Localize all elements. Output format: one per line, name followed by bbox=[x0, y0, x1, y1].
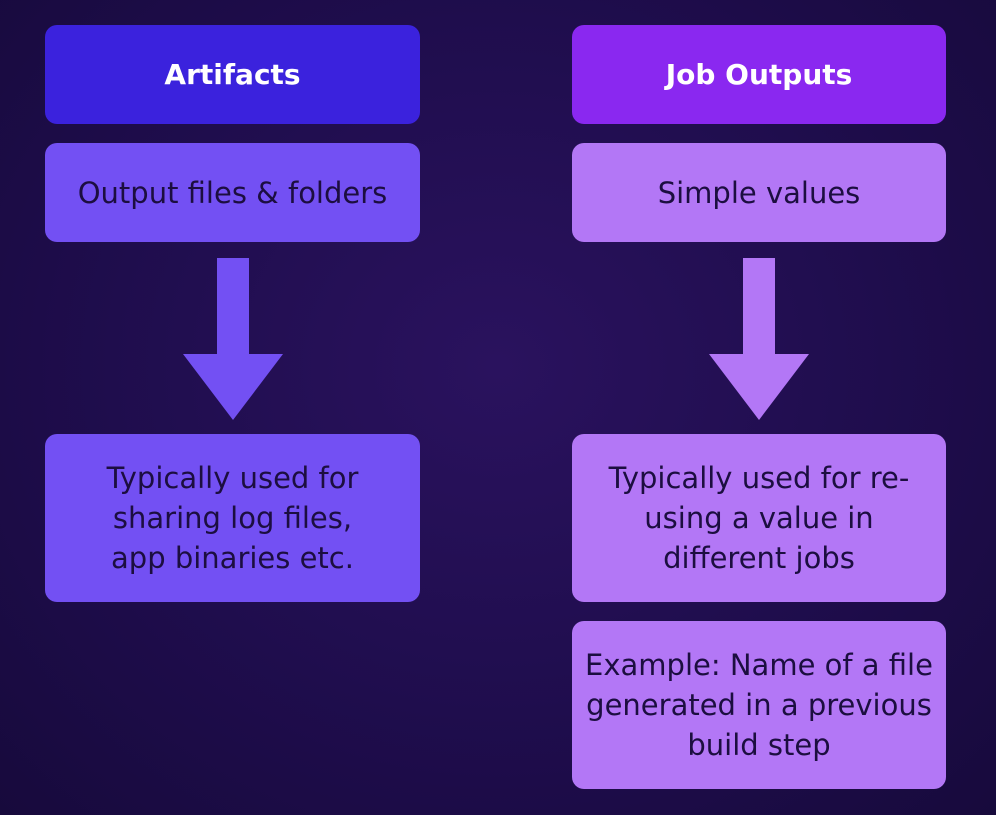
job-outputs-description-box: Simple values bbox=[572, 143, 946, 242]
artifacts-description-box: Output files & folders bbox=[45, 143, 420, 242]
artifacts-description-text: Output files & folders bbox=[77, 175, 388, 210]
job-outputs-example-box: Example: Name of a file generated in a p… bbox=[572, 621, 946, 789]
job-outputs-example-text: Example: Name of a file generated in a p… bbox=[585, 648, 933, 762]
artifacts-header-label: Artifacts bbox=[164, 57, 301, 91]
job-outputs-header-label: Job Outputs bbox=[665, 57, 853, 91]
job-outputs-usage-box: Typically used for re-using a value in d… bbox=[572, 434, 946, 602]
artifacts-down-arrow-icon bbox=[183, 258, 283, 420]
job-outputs-down-arrow-icon bbox=[709, 258, 809, 420]
artifacts-usage-text: Typically used for sharing log files, ap… bbox=[106, 461, 359, 575]
artifacts-header-box: Artifacts bbox=[45, 25, 420, 124]
artifacts-usage-box: Typically used for sharing log files, ap… bbox=[45, 434, 420, 602]
job-outputs-description-text: Simple values bbox=[657, 175, 861, 210]
job-outputs-header-box: Job Outputs bbox=[572, 25, 946, 124]
job-outputs-usage-text: Typically used for re-using a value in d… bbox=[608, 461, 910, 575]
